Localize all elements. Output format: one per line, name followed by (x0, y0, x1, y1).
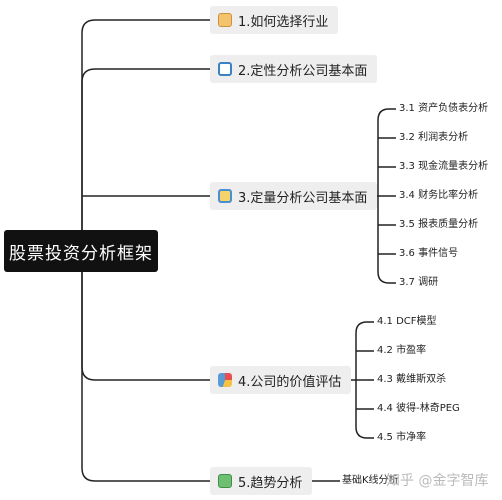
leaf-node: 3.2 利润表分析 (399, 132, 469, 143)
leaf-node: 基础K线分析 (342, 475, 399, 486)
leaf-node: 3.3 现金流量表分析 (399, 161, 489, 172)
branch-trend-analysis: 5.趋势分析 (210, 467, 313, 495)
document-icon (218, 474, 232, 488)
branch-valuation: 4.公司的价值评估 (210, 366, 352, 394)
leaf-node: 4.4 彼得-林奇PEG (377, 403, 460, 414)
leaf-node: 3.7 调研 (399, 277, 439, 288)
branch-label: 4.公司的价值评估 (238, 374, 342, 390)
root-node: 股票投资分析框架 (4, 230, 158, 272)
watermark-text: 知乎 @金字智库 (386, 473, 489, 489)
branch-industry-selection: 1.如何选择行业 (210, 6, 339, 34)
leaf-node: 4.3 戴维斯双杀 (377, 374, 447, 385)
leaf-node: 3.5 报表质量分析 (399, 219, 479, 230)
leaf-node: 3.6 事件信号 (399, 248, 459, 259)
branch-quantitative-analysis: 3.定量分析公司基本面 (210, 182, 378, 210)
root-label: 股票投资分析框架 (9, 243, 153, 264)
branch-label: 2.定性分析公司基本面 (238, 63, 368, 79)
leaf-node: 4.1 DCF模型 (377, 316, 437, 327)
branch-label: 3.定量分析公司基本面 (238, 190, 368, 206)
leaf-node: 4.2 市盈率 (377, 345, 427, 356)
branch-qualitative-analysis: 2.定性分析公司基本面 (210, 55, 378, 83)
cycle-icon (218, 189, 232, 203)
pie-chart-icon (218, 373, 232, 387)
target-icon (218, 62, 232, 76)
leaf-node: 3.4 财务比率分析 (399, 190, 479, 201)
branch-label: 1.如何选择行业 (238, 14, 329, 30)
leaf-node: 4.5 市净率 (377, 432, 427, 443)
branch-label: 5.趋势分析 (238, 475, 303, 491)
leaf-node: 3.1 资产负债表分析 (399, 103, 489, 114)
book-icon (218, 13, 232, 27)
